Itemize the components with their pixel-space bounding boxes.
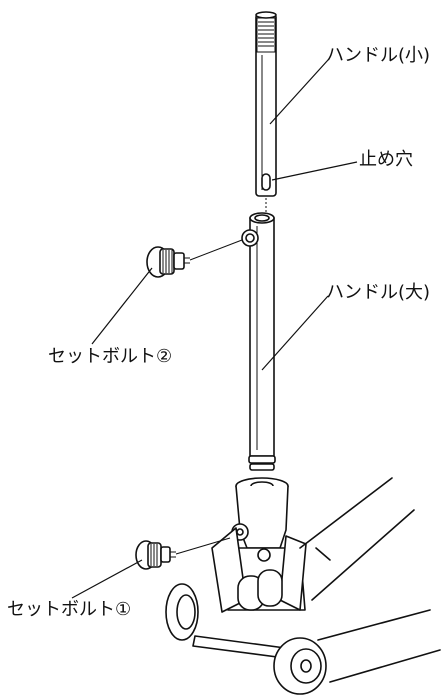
jack-base-drawing xyxy=(165,477,441,695)
handle-small-drawing xyxy=(255,11,277,197)
set-bolt-1-drawing xyxy=(135,537,231,570)
label-stop-hole: 止め穴 xyxy=(359,149,413,170)
leader-stop-hole xyxy=(271,161,358,181)
label-handle-large: ハンドル(大) xyxy=(326,282,431,303)
leader-set-bolt-1 xyxy=(71,559,143,599)
leader-lines xyxy=(71,59,358,599)
leader-handle-small xyxy=(269,59,329,125)
handle-large-drawing xyxy=(241,212,276,471)
label-handle-small: ハンドル(小) xyxy=(326,45,431,66)
label-set-bolt-1: セットボルト① xyxy=(7,599,132,620)
leader-set-bolt-2 xyxy=(91,267,153,345)
leader-handle-large xyxy=(261,295,329,371)
label-set-bolt-2: セットボルト② xyxy=(48,346,173,367)
set-bolt-2-drawing xyxy=(146,239,243,278)
